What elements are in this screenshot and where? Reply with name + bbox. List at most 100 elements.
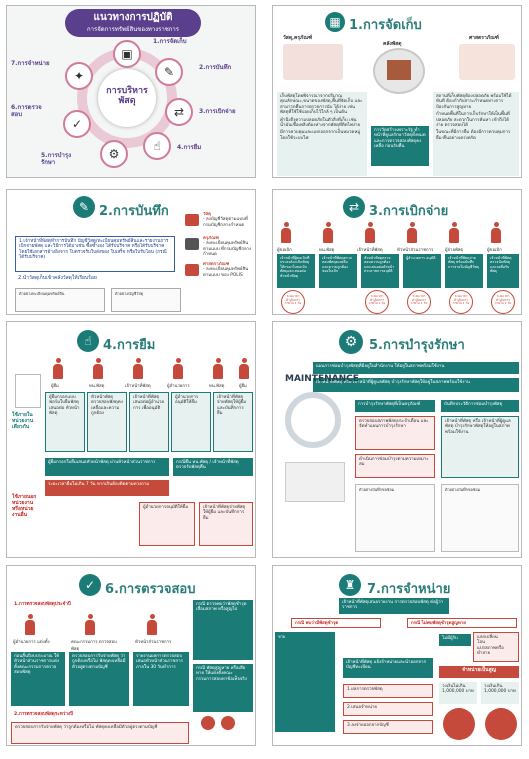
record-doc-1: ตัวอย่างทะเบียนคุมทรัพย์สิน — [15, 288, 105, 312]
maintenance-mid: การบำรุงรักษาพัสดุที่เป็นครุภัณฑ์ — [355, 400, 435, 412]
borrow-role-2: หน.พัสดุ — [89, 384, 105, 389]
person-icon — [491, 222, 501, 244]
borrow-form-image — [15, 374, 41, 408]
person-icon — [239, 358, 249, 380]
withdraw-role-5: ผู้จ่ายพัสดุ — [445, 248, 464, 253]
inspection-role-2: คณะกรรมการ ตรวจสอบพัสดุ — [71, 640, 117, 652]
person-icon — [133, 358, 143, 380]
withdraw-time-5: ระยะเวลา ดำเนินการ ภายใน 1 วัน — [491, 290, 515, 314]
maintenance-item-1: ตรวจสอบสภาพพัสดุประจำเดือน และจัดทำแผนกา… — [355, 416, 435, 450]
withdraw-step-4: ผู้อำนวยการ อนุมัติ — [403, 254, 441, 288]
inspect-icon: ✓ — [63, 110, 91, 138]
inspection-case-2-text: ตรวจสอบการรับจ่ายพัสดุ ว่าถูกต้องหรือไม่… — [11, 722, 189, 744]
person-icon — [147, 614, 157, 636]
overview-card: แนวทางการปฏิบัติ การจัดการทรัพย์สินของทา… — [6, 5, 256, 178]
maintenance-image — [285, 462, 345, 502]
checklist-icon: ✓ — [79, 574, 101, 596]
person-icon — [173, 358, 183, 380]
inspection-case-1: 1.การตรวจสอบพัสดุประจำปี — [14, 602, 71, 607]
inspection-step-2: ตรวจสอบการรับจ่ายพัสดุ ว่าถูกต้องหรือไม่… — [69, 652, 129, 706]
withdraw-time-3: ระยะเวลา ดำเนินการ ภายใน 1 วัน — [407, 290, 431, 314]
person-icon — [85, 614, 95, 636]
maintenance-card: ⚙ 5.การบำรุงรักษา แผนการซ่อมบำรุงพัสดุที… — [272, 321, 522, 558]
disposal-title: 7.การจำหน่าย — [367, 582, 451, 597]
storage-right-1: สถานที่เก็บพัสดุต้องปลอดภัย พร้อมใช้ได้ท… — [436, 94, 512, 110]
withdraw-card: ⇄ 3.การเบิกจ่าย ผู้ขอเบิก หน.พัสดุ เจ้าห… — [272, 189, 522, 315]
maintenance-top-1: แผนการซ่อมบำรุงพัสดุที่มีอยู่ในสำนักงาน … — [313, 362, 519, 374]
record-doc-2: ตัวอย่างบัญชีวัสดุ — [111, 288, 181, 312]
gear-icon: ⚙ — [339, 330, 363, 354]
maintain-icon: ⚙ — [100, 140, 128, 168]
withdraw-icon: ⇄ — [165, 98, 193, 126]
wheel-label-5: 5.การบำรุง รักษา — [41, 152, 72, 166]
inspection-right-2: กรณี พัสดุสูญหาย หรือเสียหาย ให้แต่งตั้ง… — [193, 664, 253, 712]
title-banner — [65, 9, 201, 37]
storage-card: ▦ 1.การจัดเก็บ วัสดุ,ครุภัณฑ์ คลังพัสดุ … — [272, 5, 522, 178]
disposal-methods: แลกเปลี่ยน โอน แปรสภาพหรือทำลาย — [473, 632, 519, 662]
withdraw-role-4: หัวหน้าส่วนราชการ — [397, 248, 434, 253]
person-icon — [213, 358, 223, 380]
borrow-detail-1: ผู้อำนวยการอนุมัติให้ยืม — [139, 502, 195, 546]
storage-icon: ▦ — [325, 12, 345, 32]
inspection-title: 6.การตรวจสอบ — [105, 582, 196, 597]
borrow-return: กรณีคืน หน.พัสดุ / เจ้าหน้าที่พัสดุ ตรวจ… — [173, 458, 253, 476]
storage-mid-text: การวัดสร้างเพราะรัฐ ทำหน้าที่ดูแลรักษาวั… — [371, 126, 429, 166]
borrow-card: ☝ 4.การยืม ผู้ยืม หน.พัสดุ เจ้าหน้าที่พั… — [6, 321, 256, 558]
disposal-case-right: กรณี ไม่พบพัสดุชำรุดสูญหาย — [407, 618, 517, 628]
disposal-method-1: แลกเปลี่ยน — [477, 635, 498, 640]
dispose-icon: ✦ — [65, 62, 93, 90]
maintenance-side-head: บันทึกประวัติการซ่อมบำรุงพัสดุ — [441, 400, 519, 412]
withdraw-time-1: ระยะเวลา ดำเนินการ ภายใน 1 วัน — [281, 290, 305, 314]
disposal-bottom-2: 2.เสนอจำหน่าย — [343, 702, 433, 716]
borrow-step-2: หัวหน้าพัสดุตรวจสอบพัสดุคงเหลือและความถู… — [87, 392, 127, 452]
record-card: ✎ 2.การบันทึก วัสดุ - ลงบัญชีวัสดุตามแบบ… — [6, 189, 256, 315]
person-icon — [407, 222, 417, 244]
record-side-1-text: - ลงบัญชีวัสดุตามแบบที่ กรมบัญชีกลางกำหน… — [203, 217, 248, 228]
disposal-bottom-3: 3.ลงจ่ายออกจากบัญชี — [343, 720, 433, 734]
wheel-center — [98, 69, 156, 127]
inspection-step-1: ก่อนสิ้นปีงบประมาณ ให้หัวหน้าส่วนราชการแ… — [11, 652, 65, 706]
disposal-limit-2: วงเงินเกิน 1,000,000 บาท — [481, 682, 519, 704]
disposal-card: ♜ 7.การจำหน่าย เจ้าหน้าที่พัสดุเสนอรายงา… — [272, 565, 522, 746]
disposal-circle-1 — [443, 708, 475, 740]
maintenance-heading: MAINTENANCE — [285, 374, 359, 384]
borrow-icon: ☝ — [143, 132, 171, 160]
wheel-label-6: 6.การตรวจ สอบ — [11, 104, 42, 118]
borrow-role-3: เจ้าหน้าที่พัสดุ — [125, 384, 151, 389]
wheel-label-1: 1.การจัดเก็บ — [153, 38, 187, 45]
borrow-role-5: หน.พัสดุ — [209, 384, 225, 389]
wheel-label-2: 2.การบันทึก — [199, 64, 232, 71]
borrow-internal-label: ใช้ภายในหน่วยงานเดียวกัน — [12, 412, 34, 430]
borrow-role-1: ผู้ยืม — [51, 384, 59, 389]
maintenance-top-2: เจ้าหน้าที่พัสดุ หรือ เจ้าหน้าที่ผู้ดูแล… — [313, 378, 519, 392]
storage-title: 1.การจัดเก็บ — [349, 18, 422, 33]
person-icon — [281, 222, 291, 244]
withdraw-step-6: เจ้าหน้าที่พัสดุตรวจนับพัสดุและลงชื่อรับ… — [487, 254, 519, 288]
supplies-illustration — [283, 44, 343, 80]
gears-illustration — [285, 392, 341, 448]
person-icon — [449, 222, 459, 244]
disposal-no-receiver: ไม่มีผู้รับ — [439, 634, 471, 646]
weapons-illustration — [459, 44, 515, 80]
withdraw-role-1: ผู้ขอเบิก — [277, 248, 292, 253]
record-side-1-head: วัสดุ — [203, 212, 211, 217]
disposal-center: เจ้าหน้าที่พัสดุ แจ้งจำหน่ายและนำออกจากบ… — [343, 658, 433, 678]
borrow-role-6: ผู้ยืม — [239, 384, 247, 389]
withdraw-role-6: ผู้ขอเบิก — [487, 248, 502, 253]
record-side-3-text: - ลงทะเบียนคุมทรัพย์สินตามแบบ ของ POLIS — [203, 267, 249, 278]
borrow-step-5: เจ้าหน้าที่พัสดุจ่ายพัสดุให้ผู้ยืม และบั… — [213, 392, 253, 452]
warehouse-icon — [387, 60, 411, 80]
storage-label-warehouse: คลังพัสดุ — [383, 41, 402, 47]
withdraw-step-5: เจ้าหน้าที่พัสดุจ่ายพัสดุ พร้อมบันทึกการ… — [445, 254, 483, 288]
borrow-note-1: ผู้ยืมกรอกใบยืมเสนอหัวหน้าพัสดุ ผ่านหัวห… — [45, 458, 169, 476]
overview-title: แนวทางการปฏิบัติ — [93, 12, 173, 23]
borrow-detail-2: เจ้าหน้าที่พัสดุจ่ายพัสดุให้ผู้ยืม และบั… — [199, 502, 253, 546]
maintenance-item-2: ดำเนินการซ่อมบำรุงตามความเหมาะสม — [355, 454, 435, 478]
storage-icon: ▣ — [113, 40, 141, 68]
inspection-card: ✓ 6.การตรวจสอบ 1.การตรวจสอบพัสดุประจำปี … — [6, 565, 256, 746]
wheel-label-7: 7.การจำหน่าย — [11, 60, 50, 67]
disposal-top: เจ้าหน้าที่พัสดุเสนอรายงาน การตรวจสอบพัส… — [339, 598, 449, 614]
disposal-method-3: แปรสภาพหรือทำลาย — [477, 645, 504, 657]
disposal-write-off: จำหน่ายเป็นสูญ — [439, 666, 519, 678]
